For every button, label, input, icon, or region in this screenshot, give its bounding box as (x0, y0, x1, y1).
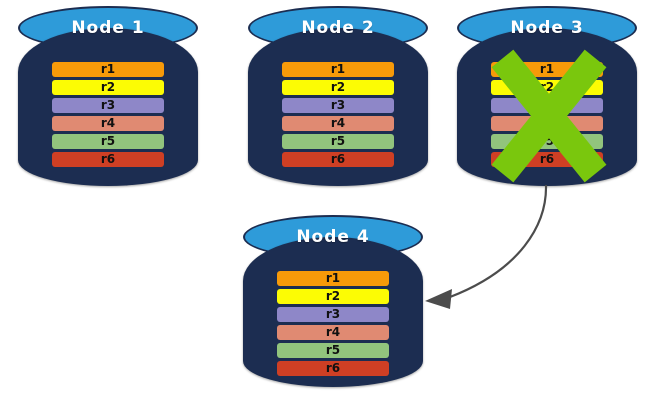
node-2-row-r2: r2 (282, 80, 394, 95)
node-4-row-r1: r1 (277, 271, 389, 286)
node-1-row-r1: r1 (52, 62, 164, 77)
node-1-row-r5: r5 (52, 134, 164, 149)
node-1-row-r2: r2 (52, 80, 164, 95)
node-2-row-r1: r1 (282, 62, 394, 77)
node-2[interactable]: Node 2 r1 r2 r3 r4 r5 r6 (248, 6, 428, 186)
node-1-row-r3: r3 (52, 98, 164, 113)
node-1-row-r4: r4 (52, 116, 164, 131)
node-4-row-r3: r3 (277, 307, 389, 322)
node-3-row-r4: r4 (491, 116, 603, 131)
node-3-row-r1: r1 (491, 62, 603, 77)
node-1-row-r6: r6 (52, 152, 164, 167)
node-3-row-r2: r2 (491, 80, 603, 95)
node-1-rows: r1 r2 r3 r4 r5 r6 (52, 62, 164, 167)
node-4-rows: r1 r2 r3 r4 r5 r6 (277, 271, 389, 376)
node-2-rows: r1 r2 r3 r4 r5 r6 (282, 62, 394, 167)
node-4-row-r5: r5 (277, 343, 389, 358)
node-4-row-r2: r2 (277, 289, 389, 304)
node-2-row-r3: r3 (282, 98, 394, 113)
node-2-row-r5: r5 (282, 134, 394, 149)
node-3-rows: r1 r2 r3 r4 r5 r6 (491, 62, 603, 167)
node-3-row-r5: r5 (491, 134, 603, 149)
node-2-row-r4: r4 (282, 116, 394, 131)
node-4-row-r6: r6 (277, 361, 389, 376)
node-1[interactable]: Node 1 r1 r2 r3 r4 r5 r6 (18, 6, 198, 186)
node-3[interactable]: Node 3 r1 r2 r3 r4 r5 r6 (457, 6, 637, 186)
replication-arrow-line (449, 184, 548, 299)
node-4[interactable]: Node 4 r1 r2 r3 r4 r5 r6 (243, 215, 423, 387)
node-2-row-r6: r6 (282, 152, 394, 167)
node-3-row-r6: r6 (491, 152, 603, 167)
replication-arrow-head (425, 289, 452, 309)
node-4-row-r4: r4 (277, 325, 389, 340)
node-3-row-r3: r3 (491, 98, 603, 113)
